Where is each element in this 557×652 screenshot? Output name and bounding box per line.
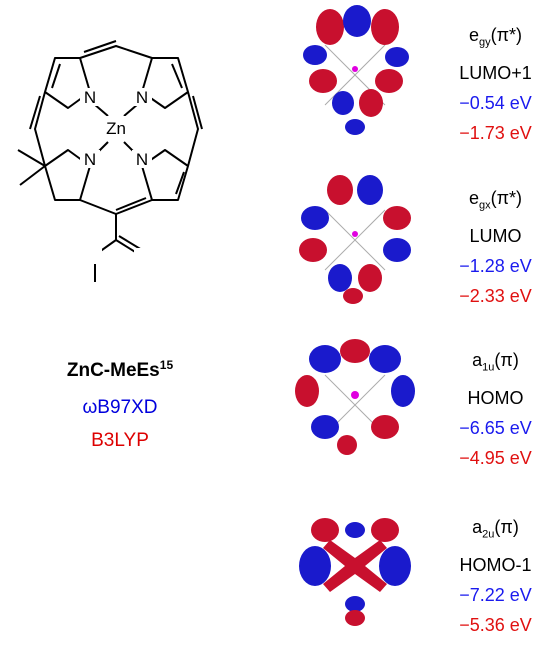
- compound-name: ZnC-MeEs15: [66, 358, 174, 381]
- nitrogen-atom: N: [84, 88, 96, 107]
- zinc-atom: Zn: [106, 119, 126, 138]
- orbital-energy-method-2: −4.95 eV: [459, 447, 532, 468]
- orbital-symmetry: egx(π*): [468, 188, 523, 212]
- orbital-image-homo: [295, 339, 415, 455]
- orbital-label-block: a2u(π) HOMO-1 −7.22 eV −5.36 eV: [438, 512, 553, 640]
- orbital-name: HOMO-1: [459, 554, 532, 575]
- orbital-energy-method-1: −1.28 eV: [459, 255, 532, 276]
- orbital-energy-method-2: −5.36 eV: [459, 614, 532, 635]
- nitrogen-atom: N: [136, 150, 148, 169]
- orbital-energy-method-2: −1.73 eV: [459, 122, 532, 143]
- method-label-2: B3LYP: [91, 430, 149, 451]
- chemical-structure: N N N N Zn: [17, 40, 203, 282]
- orbital-energy-method-2: −2.33 eV: [459, 285, 532, 306]
- orbital-label-block: egy(π*) LUMO+1 −0.54 eV −1.73 eV: [438, 20, 553, 148]
- orbital-name: LUMO: [469, 225, 522, 246]
- orbital-energy-method-1: −6.65 eV: [459, 417, 532, 438]
- orbital-image-lumo: [299, 175, 411, 304]
- orbital-name: LUMO+1: [459, 62, 532, 83]
- nitrogen-atom: N: [84, 150, 96, 169]
- orbital-image-lumo-plus-1: [303, 5, 409, 135]
- pyrrole-ring-upper-left: [44, 57, 91, 109]
- reference-superscript: 15: [159, 358, 174, 372]
- orbital-energy-method-1: −7.22 eV: [459, 584, 532, 605]
- orbital-name: HOMO: [467, 387, 524, 408]
- orbital-image-homo-minus-1: [299, 518, 411, 626]
- orbital-energy-method-1: −0.54 eV: [459, 92, 532, 113]
- nitrogen-atom: N: [136, 88, 148, 107]
- pyrrole-ring-upper-right: [141, 57, 189, 109]
- orbital-symmetry: egy(π*): [468, 25, 523, 49]
- orbital-symmetry: a1u(π): [472, 350, 519, 374]
- orbital-label-block: egx(π*) LUMO −1.28 eV −2.33 eV: [438, 183, 553, 311]
- method-label-1: ωB97XD: [82, 397, 158, 418]
- orbital-label-block: a1u(π) HOMO −6.65 eV −4.95 eV: [438, 345, 553, 473]
- orbital-symmetry: a2u(π): [472, 517, 519, 541]
